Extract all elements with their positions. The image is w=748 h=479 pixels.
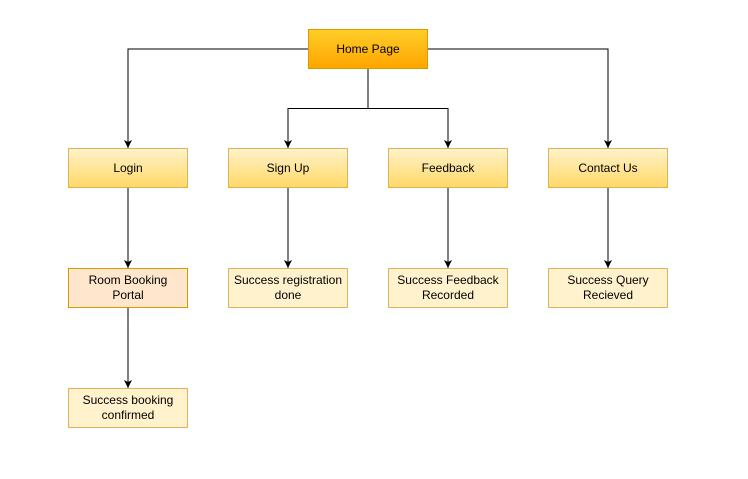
- success-feedback-node: Success Feedback Recorded: [388, 268, 508, 308]
- room-booking-portal-node: Room Booking Portal: [68, 268, 188, 308]
- login-node: Login: [68, 148, 188, 188]
- success-query-node: Success Query Recieved: [548, 268, 668, 308]
- success-registration-node: Success registration done: [228, 268, 348, 308]
- connector-home-to-contact: [428, 48, 612, 148]
- connector-home-to-login: [124, 48, 308, 148]
- sign-up-node: Sign Up: [228, 148, 348, 188]
- home-page-node: Home Page: [308, 29, 428, 69]
- contact-us-node: Contact Us: [548, 148, 668, 188]
- connector-home-to-feedback: [367, 69, 452, 148]
- connector-home-to-signup: [284, 69, 369, 148]
- feedback-node: Feedback: [388, 148, 508, 188]
- success-booking-node: Success booking confirmed: [68, 388, 188, 428]
